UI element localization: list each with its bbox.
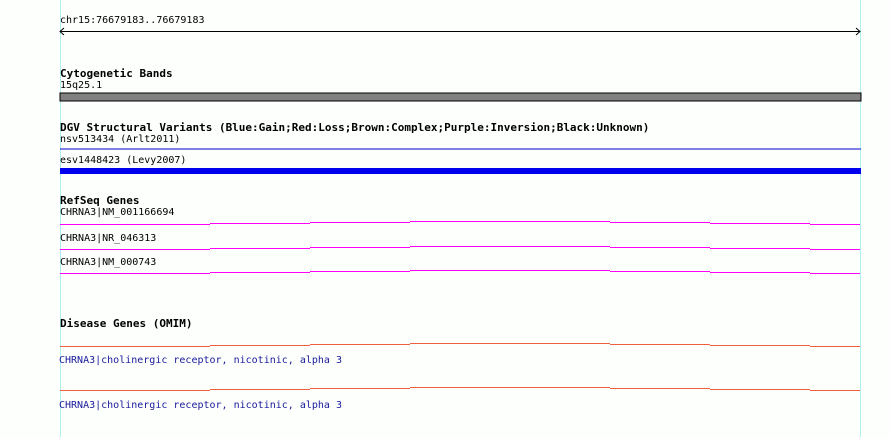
dgv-feature-bar-2[interactable]	[60, 168, 861, 174]
omim-feature-label[interactable]: CHRNA3|cholinergic receptor, nicotinic, …	[59, 400, 342, 411]
refseq-feature-label[interactable]: CHRNA3|NR_046313	[60, 233, 157, 244]
refseq-feature-label[interactable]: CHRNA3|NM_000743	[60, 257, 157, 268]
ruler-arrow-right-icon	[855, 27, 861, 36]
dgv-feature-label[interactable]: esv1448423 (Levy2007)	[60, 155, 187, 166]
refseq-gene-line[interactable]	[60, 246, 860, 250]
refseq-track-title: RefSeq Genes	[60, 194, 140, 207]
dgv-feature-label[interactable]: nsv513434 (Arlt2011)	[60, 134, 181, 145]
refseq-feature-label[interactable]: CHRNA3|NM_001166694	[60, 207, 175, 218]
dgv-track-title: DGV Structural Variants (Blue:Gain;Red:L…	[60, 121, 650, 134]
location-label: chr15:76679183..76679183	[60, 15, 205, 26]
cytoband-bar[interactable]	[59, 92, 862, 102]
refseq-gene-line[interactable]	[60, 221, 860, 225]
left-boundary-line	[60, 0, 61, 437]
cytoband-track-title: Cytogenetic Bands	[60, 67, 173, 80]
omim-feature-label[interactable]: CHRNA3|cholinergic receptor, nicotinic, …	[59, 355, 342, 366]
refseq-gene-line[interactable]	[60, 270, 860, 274]
dgv-feature-bar-1[interactable]	[60, 148, 861, 150]
omim-gene-line[interactable]	[60, 343, 860, 347]
omim-track-title: Disease Genes (OMIM)	[60, 317, 193, 330]
cytoband-label: 15q25.1	[60, 80, 103, 91]
ruler-arrow-left-icon	[59, 27, 65, 36]
omim-gene-line[interactable]	[60, 387, 860, 391]
right-boundary-line	[860, 0, 861, 437]
